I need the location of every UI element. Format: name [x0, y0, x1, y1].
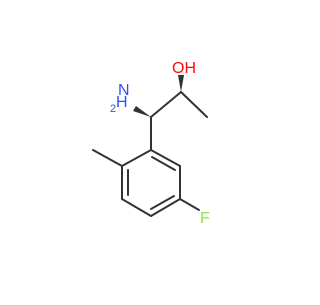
bond-c1-c2 — [150, 91, 182, 118]
bond-ce-cd — [150, 198, 181, 217]
double-bond-ce-cd — [150, 195, 175, 210]
atom-labels: OH H 2 N F — [110, 60, 210, 227]
oh-label: OH — [172, 60, 196, 77]
wedge-bond-c1-nh2 — [133, 106, 151, 117]
molecule-structure: OH H 2 N F — [92, 60, 210, 227]
fluorine-label: F — [200, 210, 210, 227]
bond-c2-c3 — [180, 91, 208, 118]
wedge-bond-c2-oh — [178, 75, 184, 92]
bond-cb-ca — [121, 149, 152, 167]
nh2-subscript-label: 2 — [110, 103, 116, 115]
molecule-svg: OH H 2 N F — [92, 60, 210, 227]
bond-ce-f — [179, 198, 200, 211]
nh2-n-label: N — [118, 82, 130, 99]
bond-cd-cc — [121, 198, 152, 217]
bond-ca-cf — [150, 149, 181, 167]
bonds — [92, 75, 208, 217]
nh2-h-label: H — [116, 94, 128, 111]
double-bond-ca-cf — [151, 156, 176, 171]
bond-cb-methyl — [92, 149, 123, 167]
